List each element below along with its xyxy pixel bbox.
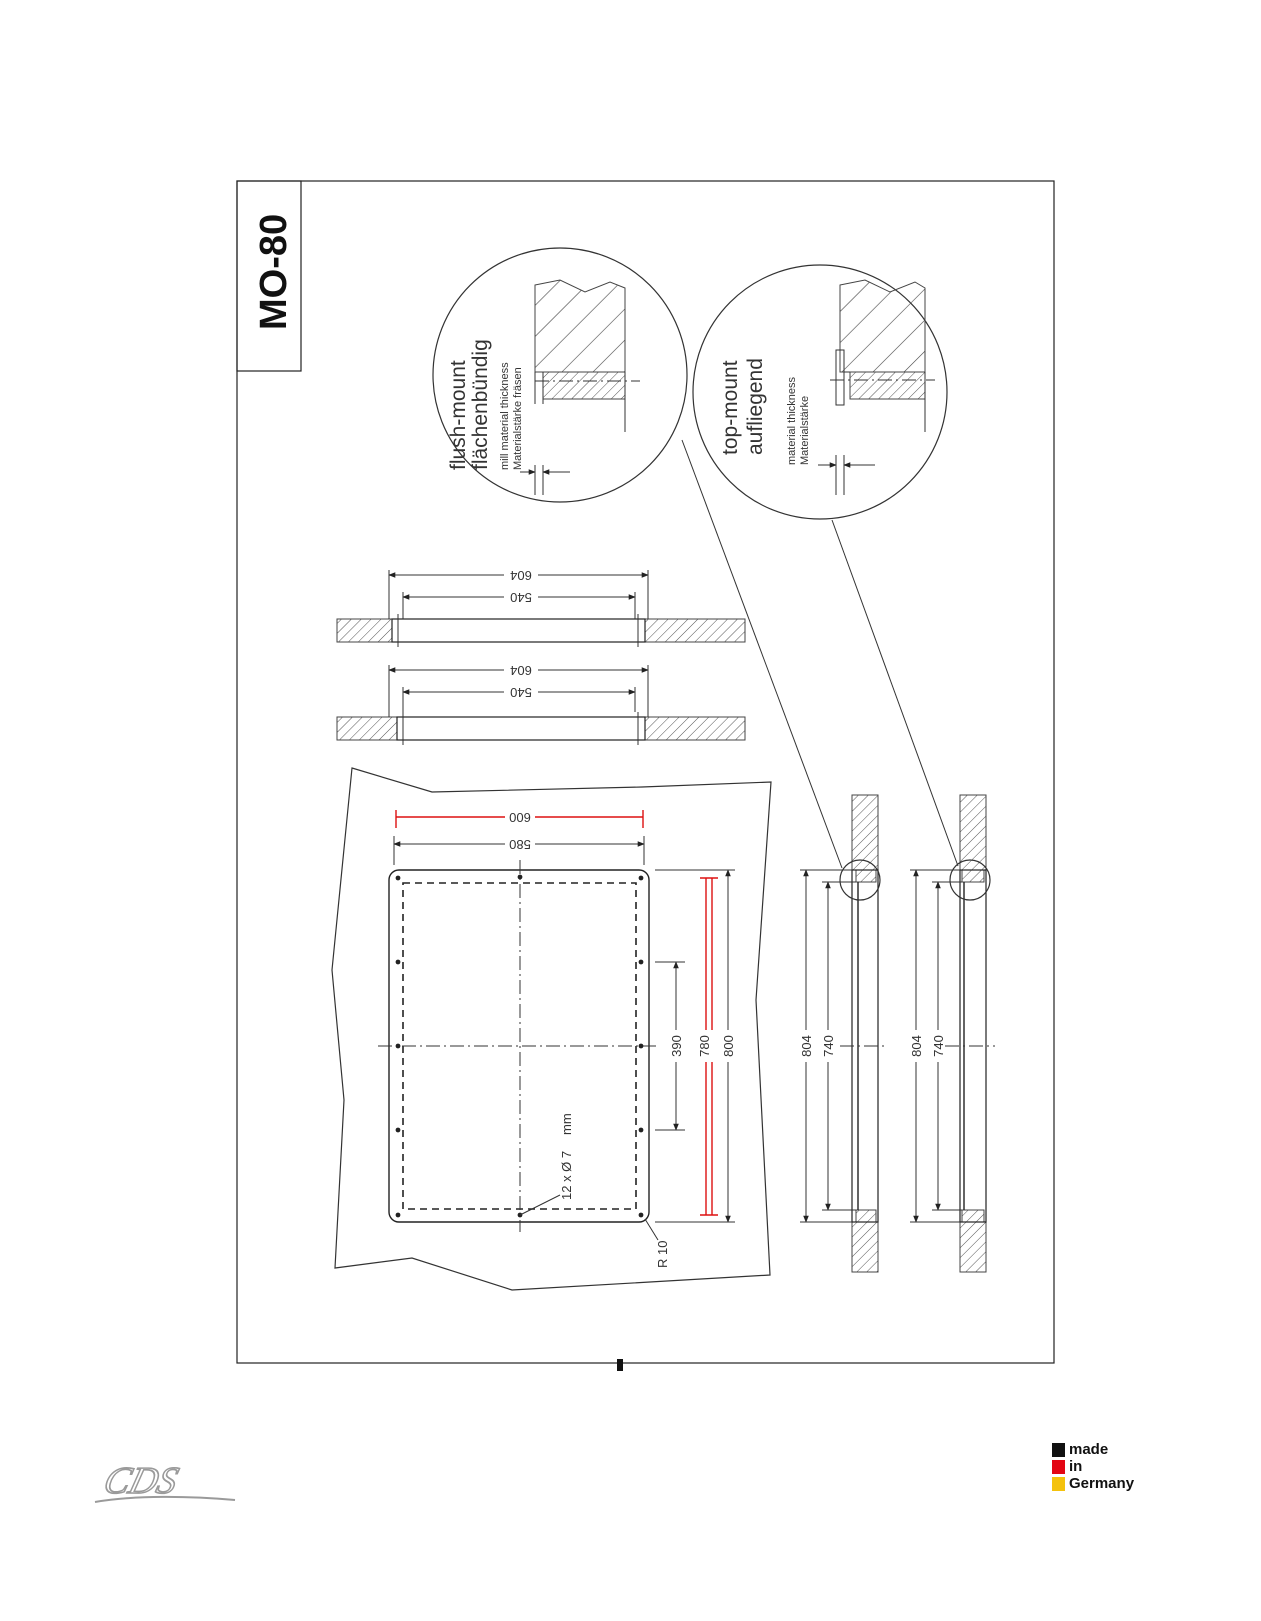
- dim-780: 780: [697, 1035, 712, 1057]
- dim-804-b: 804: [909, 1035, 924, 1057]
- detail-top-mount: top-mount aufliegend material thickness …: [693, 265, 947, 519]
- dim-540-a: 540: [510, 590, 532, 605]
- section-view-flush: 604 540: [337, 568, 745, 647]
- cds-logo: CDS: [90, 1455, 240, 1515]
- drawing-frame: [237, 181, 1054, 1363]
- flush-note-de: Materialstärke fräsen: [512, 367, 524, 470]
- cds-logo-text: CDS: [99, 1461, 182, 1502]
- flush-wall-hatch: [535, 280, 625, 372]
- dim-740-b: 740: [931, 1035, 946, 1057]
- dim-540-b: 540: [510, 685, 532, 700]
- detail-flush-mount: flush-mount flächenbündig mill material …: [433, 248, 687, 502]
- radius-note: R 10: [655, 1241, 670, 1268]
- flush-title: flush-mount: [447, 360, 470, 470]
- section-view-top: 604 540: [337, 663, 745, 745]
- dim-580: 580: [509, 837, 531, 852]
- badge-germany: Germany: [1069, 1475, 1134, 1492]
- hole-unit: mm: [559, 1113, 574, 1135]
- flush-note: mill material thickness: [499, 362, 511, 470]
- dim-390: 390: [669, 1035, 684, 1057]
- badge-in: in: [1069, 1458, 1082, 1475]
- frame-marker: [617, 1359, 623, 1371]
- top-leader-line: [832, 520, 958, 866]
- flush-title-de: flächenbündig: [469, 339, 492, 470]
- flush-plate-hatch: [543, 372, 625, 399]
- top-note-de: Materialstärke: [799, 396, 811, 465]
- dim-740-a: 740: [821, 1035, 836, 1057]
- top-title-de: aufliegend: [744, 358, 767, 455]
- model-title: MO-80: [253, 214, 295, 330]
- dim-604-b: 604: [510, 663, 532, 678]
- dim-604-a: 604: [510, 568, 532, 583]
- top-note: material thickness: [786, 376, 798, 465]
- top-wall-lower-hatch: [850, 372, 925, 399]
- hole-note: 12 x Ø 7: [559, 1151, 574, 1200]
- cutout-surface: [332, 768, 771, 1290]
- side-view-flush: 804 740: [799, 795, 885, 1272]
- dim-600: 600: [509, 810, 531, 825]
- flush-leader-line: [682, 440, 842, 868]
- badge-made: made: [1069, 1441, 1108, 1458]
- flag-black-stripe: [1052, 1443, 1065, 1457]
- side-view-top: 804 740: [909, 795, 995, 1272]
- front-view: 580 600 390 780 800 12 x Ø 7 mm R 10: [332, 768, 771, 1290]
- dim-804-a: 804: [799, 1035, 814, 1057]
- flag-red-stripe: [1052, 1460, 1065, 1474]
- dim-800: 800: [721, 1035, 736, 1057]
- top-title: top-mount: [719, 360, 742, 455]
- top-wall-hatch: [840, 280, 925, 372]
- flag-gold-stripe: [1052, 1477, 1065, 1491]
